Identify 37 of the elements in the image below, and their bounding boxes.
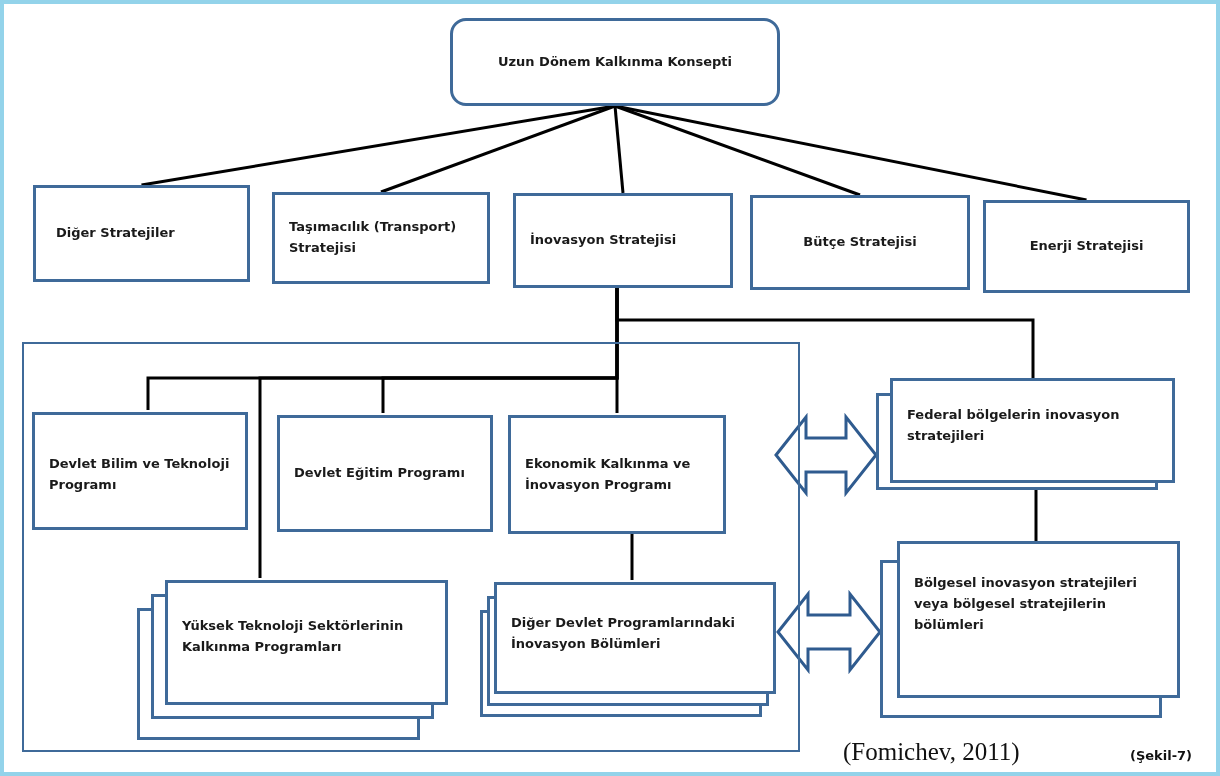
node-text: İnovasyon Stratejisi <box>530 231 677 250</box>
connector-line <box>381 288 619 413</box>
source-citation: (Fomichev, 2011) <box>843 738 1020 766</box>
process-box <box>165 580 448 705</box>
process-box <box>983 200 1190 293</box>
process-box <box>897 541 1180 698</box>
connector-line <box>380 104 616 194</box>
node-text: Devlet Eğitim Programı <box>294 464 465 483</box>
process-box <box>508 415 726 534</box>
process-box <box>890 378 1175 483</box>
node-text: Federal bölgelerin inovasyon stratejileri <box>907 405 1121 445</box>
node-text: Uzun Dönem Kalkınma Konsepti <box>497 52 733 71</box>
connector-line <box>614 104 1087 202</box>
process-box <box>272 192 490 284</box>
connector-line <box>630 532 634 580</box>
connector-line <box>613 105 625 194</box>
process-box <box>750 195 970 290</box>
rounded-box <box>450 18 780 106</box>
node-text: Bütçe Stratejisi <box>803 233 917 252</box>
node-text: Enerji Stratejisi <box>1029 237 1144 256</box>
process-box <box>494 582 776 694</box>
node-text: Taşımacılık (Transport) Stratejisi <box>289 218 458 257</box>
process-box <box>277 415 493 532</box>
node-text: Devlet Bilim ve Teknoloji Programı <box>49 455 231 494</box>
node-text: Ekonomik Kalkınma ve İnovasyon Programı <box>525 454 692 494</box>
node-text: Bölgesel inovasyon stratejileri veya bölgesel stratejilerin bölümleri <box>914 574 1138 634</box>
figure-number: (Şekil-7) <box>1130 748 1193 763</box>
connector-line <box>1034 490 1038 541</box>
node-text: Diğer Stratejiler <box>56 224 175 243</box>
group-frame <box>22 342 800 752</box>
node-text: Diğer Devlet Programlarındaki İnovasyon Bölümleri <box>511 614 736 653</box>
double-block-arrow <box>774 412 878 498</box>
process-box <box>32 412 248 530</box>
process-box <box>33 185 250 282</box>
double-block-arrow <box>776 589 882 675</box>
process-box <box>513 193 733 288</box>
node-text: Yüksek Teknoloji Sektörlerinin Kalkınma Programları <box>182 616 405 656</box>
